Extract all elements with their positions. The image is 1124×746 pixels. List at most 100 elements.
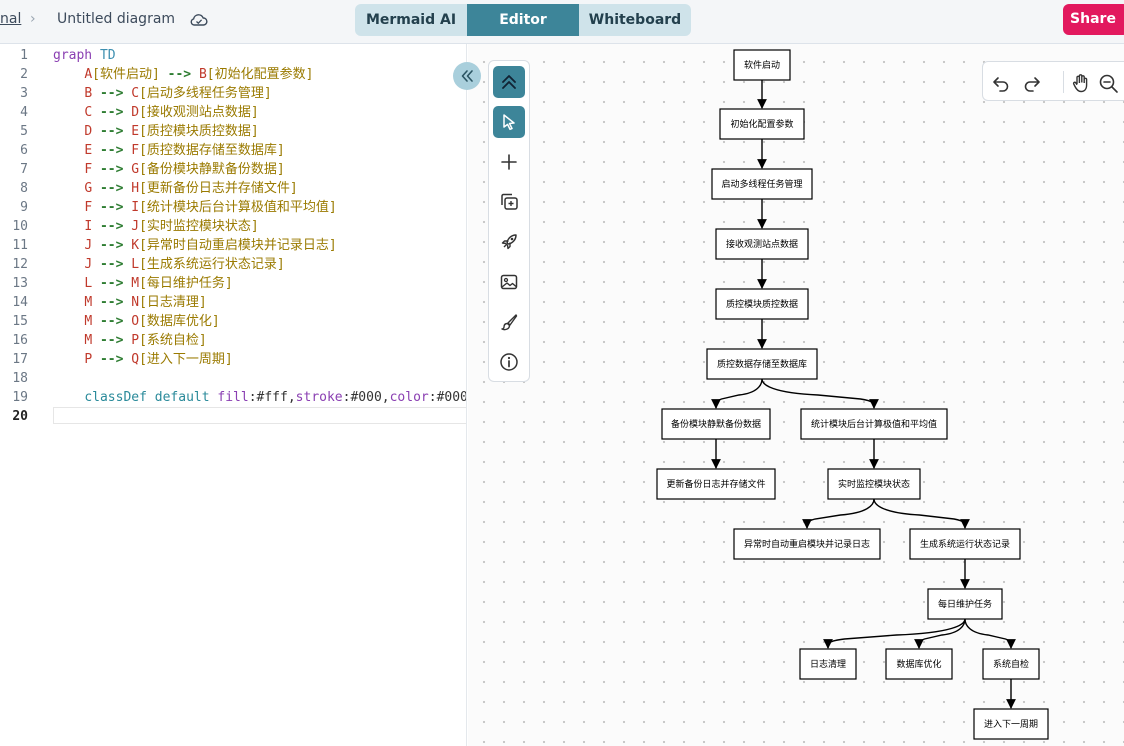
collapse-toolbar-button[interactable] xyxy=(493,66,525,98)
breadcrumb-parent[interactable]: nal xyxy=(0,11,22,27)
node-label: 系统自检 xyxy=(993,658,1029,670)
code-token: color xyxy=(389,390,429,405)
collapse-editor-button[interactable] xyxy=(453,62,481,90)
flow-node-G[interactable]: 备份模块静默备份数据 xyxy=(661,408,771,440)
line-number: 1 xyxy=(20,48,28,63)
node-box xyxy=(909,528,1021,560)
current-line-highlight xyxy=(53,407,466,424)
code-line[interactable]: 7 F --> G[备份模块静默备份数据] xyxy=(0,160,466,179)
node-box xyxy=(733,49,791,81)
diagram-canvas[interactable]: 软件启动初始化配置参数启动多线程任务管理接收观测站点数据质控模块质控数据质控数据… xyxy=(468,44,1124,746)
code-token: --> xyxy=(99,181,124,196)
undo-button[interactable] xyxy=(990,72,1012,94)
flow-node-D[interactable]: 接收观测站点数据 xyxy=(715,228,809,260)
code-token xyxy=(92,124,100,139)
zoom-out-icon xyxy=(1099,74,1118,93)
node-box xyxy=(715,228,809,260)
code-line[interactable]: 13 L --> M[每日维护任务] xyxy=(0,274,466,293)
code-line[interactable]: 19 classDef default fill:#fff,stroke:#00… xyxy=(0,388,466,407)
code-line[interactable]: 3 B --> C[启动多线程任务管理] xyxy=(0,84,466,103)
zoom-out-button[interactable] xyxy=(1097,72,1119,94)
flow-node-F[interactable]: 质控数据存储至数据库 xyxy=(706,348,818,380)
theme-brush-button[interactable] xyxy=(493,306,525,338)
node-box xyxy=(661,408,771,440)
code-token: [生成系统运行状态记录] xyxy=(139,257,285,272)
flow-node-A[interactable]: 软件启动 xyxy=(733,49,791,81)
code-token: --> xyxy=(99,295,124,310)
flow-node-K[interactable]: 异常时自动重启模块并记录日志 xyxy=(733,528,881,560)
code-line[interactable]: 10 I --> J[实时监控模块状态] xyxy=(0,217,466,236)
flow-node-J[interactable]: 实时监控模块状态 xyxy=(827,468,921,500)
code-text: G --> H[更新备份日志并存储文件] xyxy=(53,179,297,198)
insert-image-button[interactable] xyxy=(493,266,525,298)
code-token xyxy=(53,295,84,310)
code-line[interactable]: 16 M --> P[系统自检] xyxy=(0,331,466,350)
code-line[interactable]: 14 M --> N[日志清理] xyxy=(0,293,466,312)
select-tool-button[interactable] xyxy=(493,106,525,138)
info-button[interactable] xyxy=(493,346,525,378)
flow-node-I[interactable]: 统计模块后台计算极值和平均值 xyxy=(800,408,948,440)
code-token xyxy=(53,276,84,291)
code-line[interactable]: 4 C --> D[接收观测站点数据] xyxy=(0,103,466,122)
code-token: --> xyxy=(99,352,124,367)
node-label: 生成系统运行状态记录 xyxy=(920,538,1010,550)
diagram-title[interactable]: Untitled diagram xyxy=(57,11,176,27)
share-button[interactable]: Share xyxy=(1063,4,1124,35)
code-text: D --> E[质控模块质控数据] xyxy=(53,122,259,141)
code-token xyxy=(53,143,84,158)
line-number: 6 xyxy=(20,143,28,158)
code-line[interactable]: 17 P --> Q[进入下一周期] xyxy=(0,350,466,369)
code-token: B xyxy=(198,67,207,82)
code-line[interactable]: 5 D --> E[质控模块质控数据] xyxy=(0,122,466,141)
flow-node-Q[interactable]: 进入下一周期 xyxy=(973,708,1049,740)
line-number: 17 xyxy=(12,352,28,367)
flow-node-L[interactable]: 生成系统运行状态记录 xyxy=(909,528,1021,560)
flow-node-H[interactable]: 更新备份日志并存储文件 xyxy=(656,468,776,500)
code-token: [数据库优化] xyxy=(139,314,220,329)
tab-whiteboard[interactable]: Whiteboard xyxy=(588,12,682,28)
code-line[interactable]: 15 M --> O[数据库优化] xyxy=(0,312,466,331)
flow-node-B[interactable]: 初始化配置参数 xyxy=(719,108,805,140)
code-token: P xyxy=(131,333,140,348)
launch-button[interactable] xyxy=(493,226,525,258)
flow-node-N[interactable]: 日志清理 xyxy=(799,648,857,680)
code-line[interactable]: 6 E --> F[质控数据存储至数据库] xyxy=(0,141,466,160)
code-token xyxy=(92,314,100,329)
code-text: F --> G[备份模块静默备份数据] xyxy=(53,160,284,179)
flow-node-M[interactable]: 每日维护任务 xyxy=(927,588,1003,620)
code-line[interactable]: 8 G --> H[更新备份日志并存储文件] xyxy=(0,179,466,198)
code-token: J xyxy=(84,257,93,272)
code-line[interactable]: 2 A[软件启动] --> B[初始化配置参数] xyxy=(0,65,466,84)
code-line[interactable]: 9 F --> I[统计模块后台计算极值和平均值] xyxy=(0,198,466,217)
pan-tool-button[interactable] xyxy=(1070,72,1092,94)
code-token: E xyxy=(84,143,93,158)
node-label: 实时监控模块状态 xyxy=(838,478,910,490)
line-number: 7 xyxy=(20,162,28,177)
edge-F-I xyxy=(761,378,879,409)
add-shape-button[interactable] xyxy=(493,186,525,218)
node-box xyxy=(982,648,1040,680)
code-token: M xyxy=(84,314,93,329)
redo-button[interactable] xyxy=(1021,72,1043,94)
code-token: [接收观测站点数据] xyxy=(139,105,259,120)
code-token: D xyxy=(84,124,93,139)
node-label: 质控模块质控数据 xyxy=(726,298,798,310)
flow-node-O[interactable]: 数据库优化 xyxy=(885,648,953,680)
tab-editor[interactable]: Editor xyxy=(467,4,579,36)
code-token xyxy=(53,124,84,139)
code-token: [质控模块质控数据] xyxy=(139,124,259,139)
code-line[interactable]: 20 xyxy=(0,407,466,426)
flow-node-P[interactable]: 系统自检 xyxy=(982,648,1040,680)
code-text: C --> D[接收观测站点数据] xyxy=(53,103,259,122)
tab-mermaid-ai[interactable]: Mermaid AI xyxy=(365,12,457,28)
code-line[interactable]: 18 xyxy=(0,369,466,388)
code-token: G xyxy=(84,181,93,196)
code-line[interactable]: 11 J --> K[异常时自动重启模块并记录日志] xyxy=(0,236,466,255)
flow-node-C[interactable]: 启动多线程任务管理 xyxy=(711,168,813,200)
add-node-button[interactable] xyxy=(493,146,525,178)
code-line[interactable]: 12 J --> L[生成系统运行状态记录] xyxy=(0,255,466,274)
flow-node-E[interactable]: 质控模块质控数据 xyxy=(715,288,809,320)
nodes-layer: 软件启动初始化配置参数启动多线程任务管理接收观测站点数据质控模块质控数据质控数据… xyxy=(656,49,1049,740)
